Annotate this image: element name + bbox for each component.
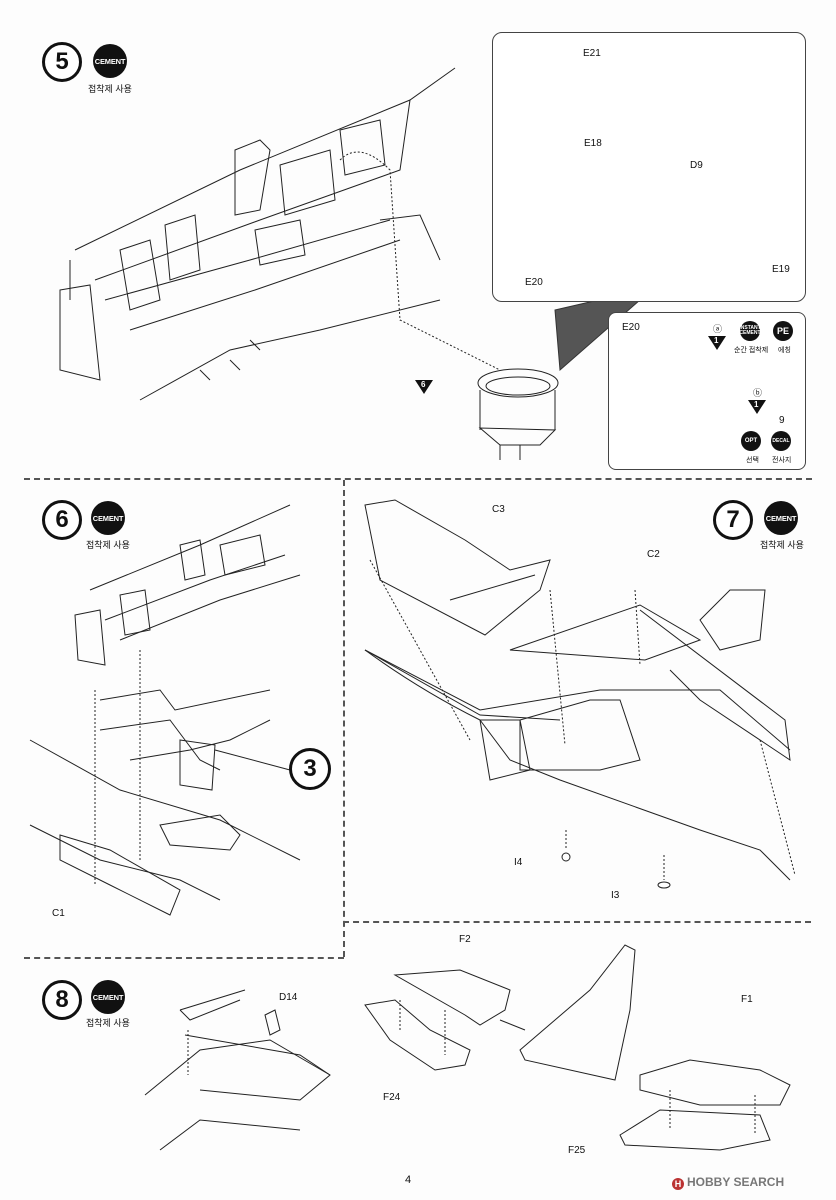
paint-mark-b: ⓑ — [753, 388, 763, 398]
decal-number: 9 — [779, 415, 785, 426]
part-label-i4: I4 — [514, 857, 523, 868]
cement-label: 접착제 사용 — [88, 84, 132, 94]
decal-label: 전사지 — [772, 457, 792, 464]
decal-icon: DECAL — [771, 431, 791, 451]
pe-icon: PE — [773, 321, 793, 341]
part-label-e21: E21 — [583, 48, 601, 59]
step5-cockpit-drawing — [59, 67, 501, 401]
part-label-d14: D14 — [279, 992, 298, 1003]
paint-arrow-b-number: 1 — [754, 400, 759, 409]
part-label-d9: D9 — [690, 160, 703, 171]
step-8-number: 8 — [42, 980, 82, 1020]
part-label-i3: I3 — [611, 890, 620, 901]
step8-drawing — [144, 944, 791, 1151]
step5-detail-inset — [492, 32, 806, 302]
step6-drawing — [29, 504, 301, 916]
watermark-logo-icon: H — [672, 1178, 684, 1190]
cement-icon: CEMENT — [764, 501, 798, 535]
cement-label: 접착제 사용 — [86, 1018, 130, 1028]
cement-icon: CEMENT — [91, 501, 125, 535]
opt-icon: OPT — [741, 431, 761, 451]
part-label-c2: C2 — [647, 549, 660, 560]
divider-step7 — [343, 921, 811, 923]
part-label-e20: E20 — [525, 277, 543, 288]
part-label-c1: C1 — [52, 908, 65, 919]
watermark-text: HOBBY SEARCH — [687, 1175, 785, 1189]
part-label-f25: F25 — [568, 1145, 586, 1156]
step6-reference-arrow — [415, 380, 433, 394]
paint-mark-a: ⓐ — [713, 324, 723, 334]
subassembly-3-callout: 3 — [289, 748, 331, 790]
instant-cement-label: 순간 접착제 — [734, 347, 769, 354]
instant-cement-icon: INSTANT CEMENT — [739, 321, 761, 341]
divider-step5 — [24, 478, 812, 480]
divider-step6 — [24, 957, 344, 959]
cement-icon: CEMENT — [91, 980, 125, 1014]
step-5-number: 5 — [42, 42, 82, 82]
cement-icon: CEMENT — [93, 44, 127, 78]
part-label-f2: F2 — [459, 934, 471, 945]
step-6-number: 6 — [42, 500, 82, 540]
cement-label: 접착제 사용 — [760, 540, 804, 550]
part-label-f1: F1 — [741, 994, 753, 1005]
part-label-e19: E19 — [772, 264, 790, 275]
step6-reference-number: 6 — [421, 380, 426, 389]
pe-label: 에칭 — [778, 347, 791, 354]
step7-plane-drawing — [364, 499, 796, 889]
paint-arrow-a-number: 1 — [714, 336, 719, 345]
part-label-e18: E18 — [584, 138, 602, 149]
paint-arrow-b — [748, 400, 766, 414]
part-label-f24: F24 — [383, 1092, 401, 1103]
page-number: 4 — [405, 1174, 412, 1186]
paint-arrow-a — [708, 336, 726, 350]
step-7-number: 7 — [713, 500, 753, 540]
cement-label: 접착제 사용 — [86, 540, 130, 550]
part-label-c3: C3 — [492, 504, 505, 515]
divider-step6-7 — [343, 480, 345, 957]
opt-label: 선택 — [746, 457, 759, 464]
paint-part-label: E20 — [622, 322, 640, 333]
